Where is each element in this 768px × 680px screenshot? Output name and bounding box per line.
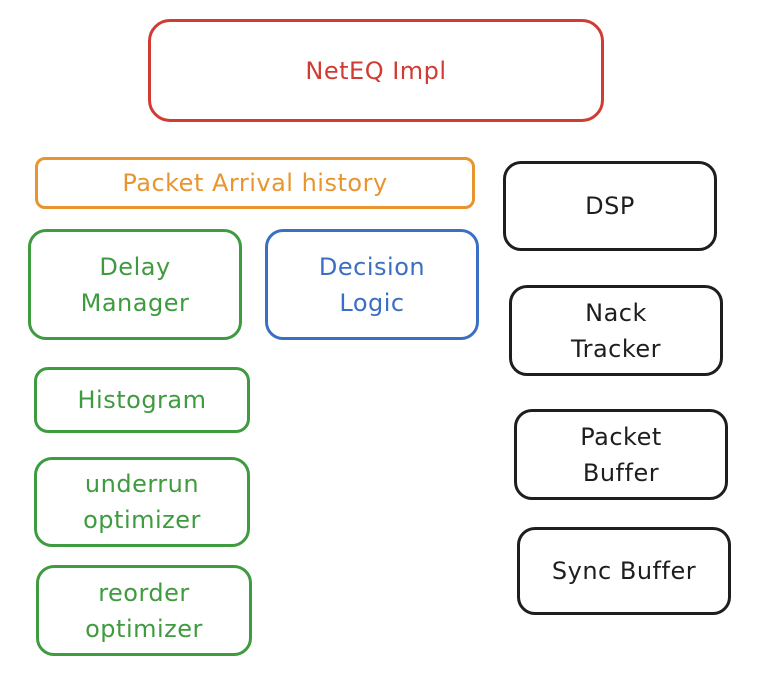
histogram-label: Histogram xyxy=(77,386,207,414)
dsp-label: DSP xyxy=(585,192,635,220)
underrun-optimizer-box: underrun optimizer xyxy=(34,457,250,547)
sync-buffer-label: Sync Buffer xyxy=(551,557,697,585)
reorder-optimizer-label: reorder optimizer xyxy=(85,578,203,643)
dsp-box: DSP xyxy=(503,161,717,251)
histogram-box: Histogram xyxy=(34,367,250,433)
nack-tracker-box: Nack Tracker xyxy=(509,285,723,376)
packet-arrival-history-label: Packet Arrival history xyxy=(122,169,388,197)
decision-logic-box: Decision Logic xyxy=(265,229,479,340)
reorder-optimizer-box: reorder optimizer xyxy=(36,565,252,656)
packet-buffer-label: Packet Buffer xyxy=(580,422,662,487)
underrun-optimizer-label: underrun optimizer xyxy=(83,470,201,534)
packet-arrival-history-box: Packet Arrival history xyxy=(35,157,475,209)
neteq-impl-label: NetEQ Impl xyxy=(305,56,447,85)
nack-tracker-label: Nack Tracker xyxy=(570,298,662,363)
packet-buffer-box: Packet Buffer xyxy=(514,409,728,500)
delay-manager-label: Delay Manager xyxy=(80,252,190,317)
neteq-impl-box: NetEQ Impl xyxy=(148,19,604,122)
delay-manager-box: Delay Manager xyxy=(28,229,242,340)
decision-logic-label: Decision Logic xyxy=(318,252,426,317)
sync-buffer-box: Sync Buffer xyxy=(517,527,731,615)
